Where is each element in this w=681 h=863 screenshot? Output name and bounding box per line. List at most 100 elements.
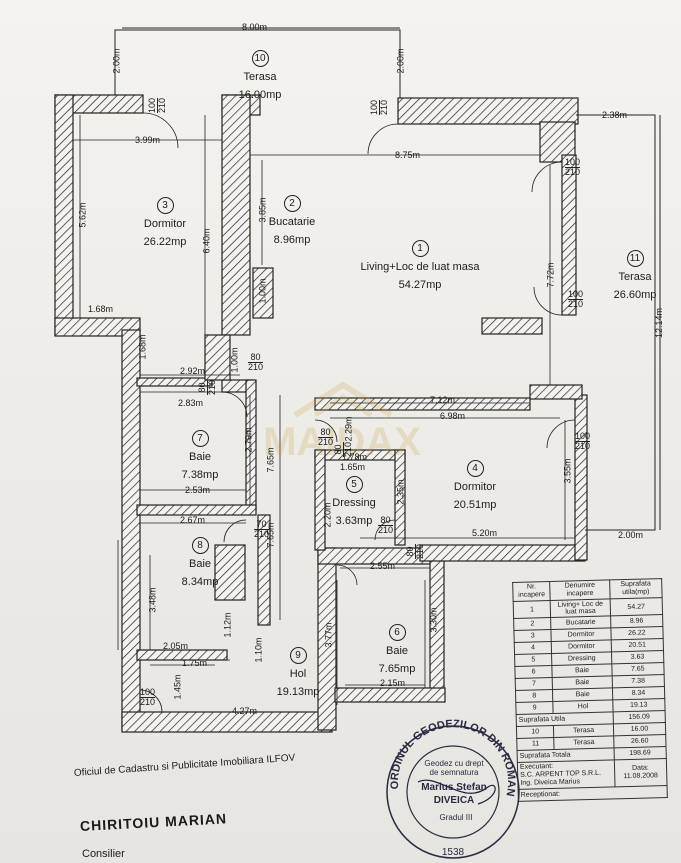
room-area: 3.63mp	[335, 515, 373, 528]
door-height: 210	[140, 697, 156, 707]
room-number: 2	[283, 195, 301, 212]
dimension-label: 3.48m	[147, 587, 158, 613]
room-area: 54.27mp	[398, 279, 442, 292]
dimension-label: 2.53m	[185, 485, 211, 495]
room-number: 5	[345, 476, 363, 493]
dimension-label: 2.00m	[395, 48, 406, 74]
room-name: Baie	[188, 558, 212, 570]
dimension-label: 2.92m	[180, 366, 206, 376]
room-name: Dormitor	[453, 481, 497, 493]
date-label: Data:	[631, 764, 649, 772]
room-label-dormitor-4: 4 Dormitor 20.51mp	[435, 458, 515, 514]
legend-header-nr: Nr. incapere	[512, 581, 551, 602]
dimension-label: 2.29m	[343, 416, 354, 442]
legend-cell: 2	[513, 617, 552, 631]
dimension-label: 7.65m	[265, 447, 276, 473]
dimension-label: 1.45m	[172, 674, 183, 700]
stamp-name1: Marius Stefan	[421, 782, 487, 793]
room-name: Terasa	[618, 271, 652, 283]
room-area: 26.22mp	[143, 236, 187, 249]
dimension-label: 2.15m	[380, 678, 406, 688]
date-value: 11.08.2008	[623, 772, 659, 781]
stamp-name2: DIVEICA	[434, 795, 475, 806]
door-height: 210	[568, 299, 584, 309]
door-height: 210	[248, 362, 264, 372]
dimension-label: 2.00m	[618, 530, 644, 540]
dimension-label: 2.67m	[180, 515, 206, 525]
legend-cell: Living+ Loc de luat masa	[550, 598, 611, 618]
room-area: 7.65mp	[378, 663, 416, 676]
room-name: Baie	[385, 645, 409, 657]
room-number: 4	[466, 460, 484, 477]
room-name: Living+Loc de luat masa	[360, 261, 480, 273]
room-label-baie-8: 8 Baie 8.34mp	[160, 535, 240, 591]
room-label-baie-6: 6 Baie 7.65mp	[362, 622, 432, 678]
room-name: Baie	[188, 451, 212, 463]
stamp-number: 1538	[442, 847, 465, 858]
room-label-living: 1 Living+Loc de luat masa 54.27mp	[345, 238, 495, 294]
door-height: 210	[379, 99, 390, 116]
dimension-label: 2.35m	[395, 479, 406, 505]
dimension-label: 1.12m	[222, 612, 233, 638]
door-height: 210	[343, 441, 354, 458]
room-name: Dormitor	[143, 218, 187, 230]
terasa-11-outline	[576, 114, 661, 531]
dimension-label: 2.55m	[370, 561, 396, 571]
dimension-label: 12.14m	[654, 307, 665, 339]
door-height: 210	[318, 437, 334, 447]
dimension-label: 1.78m	[342, 452, 368, 462]
room-label-terasa-11: 11 Terasa 26.60mp	[600, 248, 670, 304]
legend-cell: 54.27	[609, 597, 663, 616]
room-number: 6	[388, 624, 406, 641]
stamp-line1: Geodez cu drept	[424, 759, 484, 768]
dimension-lines	[73, 115, 575, 713]
stamp-line2: de semnatura	[430, 768, 479, 777]
dimension-label: 3.30m	[428, 607, 439, 633]
door-height: 210	[207, 379, 218, 396]
dimension-label: 2.38m	[602, 110, 628, 120]
dimension-label: 5.20m	[472, 528, 498, 538]
door-width: 70	[254, 520, 270, 530]
dimension-label: 7.12m	[430, 395, 456, 405]
dimension-label: 1.65m	[340, 462, 366, 472]
dimension-label: 1.00m	[229, 347, 240, 373]
door-height: 210	[565, 167, 581, 177]
room-label-dormitor-3: 3 Dormitor 26.22mp	[120, 195, 210, 251]
legend-header-area: Suprafata utila(mp)	[609, 578, 663, 599]
dimension-label: 2.79m	[243, 427, 254, 453]
dimension-label: 2.05m	[163, 641, 189, 651]
legend-cell: 7	[515, 677, 553, 691]
dimension-label: 1.68m	[88, 304, 114, 314]
room-area: 8.96mp	[273, 234, 311, 247]
door-height: 210	[378, 525, 394, 535]
legend-header-name: Denumire incapere	[550, 579, 610, 601]
door-height: 210	[157, 97, 168, 114]
room-area: 8.34mp	[181, 576, 219, 589]
door-width: 100	[568, 289, 584, 300]
legend-cell: 5	[514, 653, 553, 667]
dimension-label: 8.75m	[395, 150, 421, 160]
room-label-terasa-10: 10 Terasa 16.00mp	[220, 48, 300, 104]
door-height: 210	[575, 441, 591, 451]
room-name: Terasa	[243, 71, 277, 83]
stamp-grade: Gradul III	[440, 813, 473, 822]
dimension-label: 3.77m	[323, 622, 334, 648]
room-number: 11	[626, 250, 644, 267]
room-number: 1	[411, 240, 429, 257]
dimension-label: 5.62m	[77, 202, 88, 228]
room-number: 10	[251, 50, 269, 67]
room-area: 7.38mp	[181, 469, 219, 482]
room-number: 8	[191, 537, 209, 554]
legend-cell: 6	[514, 665, 553, 679]
room-number: 3	[156, 197, 174, 214]
dimension-label: 3.99m	[135, 135, 161, 145]
room-area: 26.60mp	[613, 289, 657, 302]
